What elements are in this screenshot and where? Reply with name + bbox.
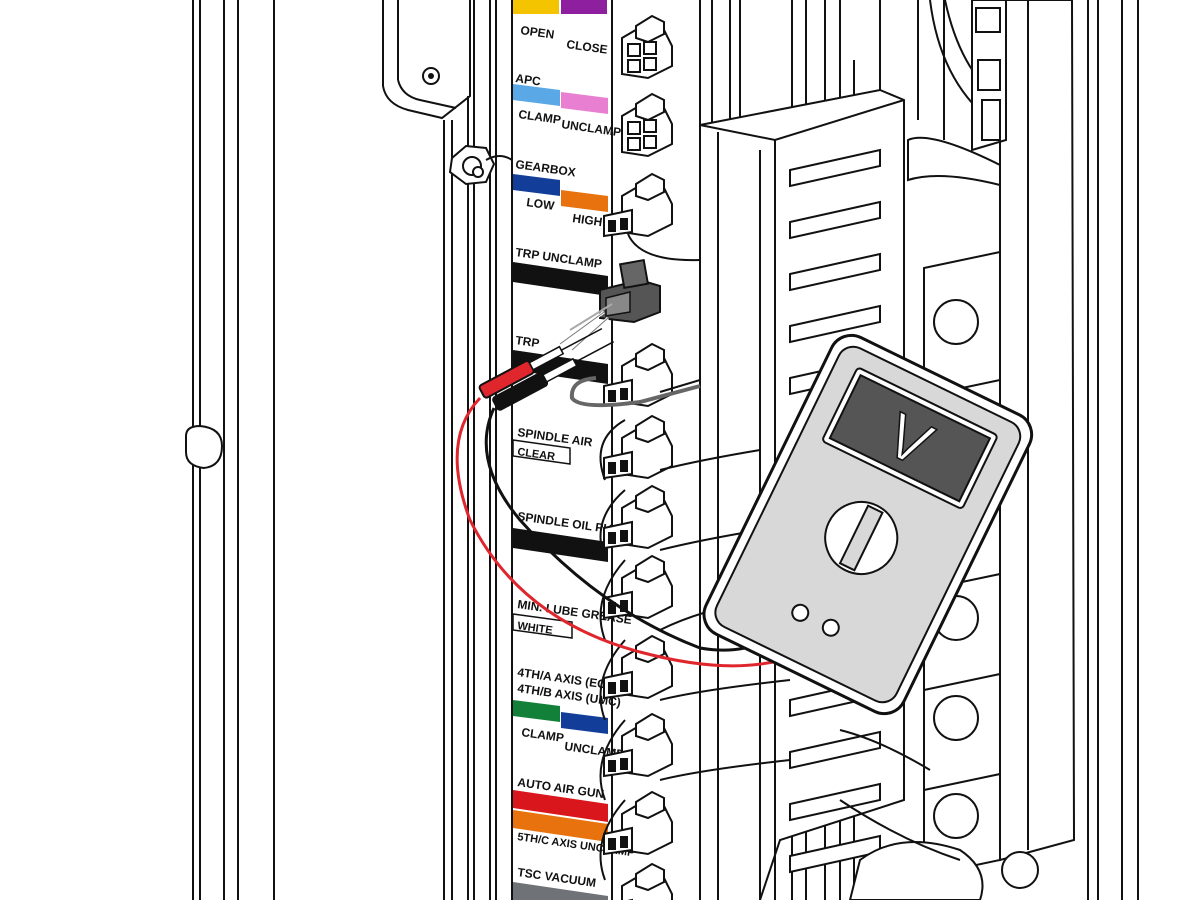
color-swatch-axis-unclamp [561,712,608,734]
black-probe [492,341,615,411]
label-axis-clamp: CLAMP [521,725,565,745]
color-swatch-gearbox-low [513,174,560,196]
label-close: CLOSE [566,37,609,57]
multimeter: V [702,333,1034,716]
label-trp: TRP [515,333,541,350]
red-probe [478,327,603,399]
wire-connector-icon [621,92,673,158]
label-min-lube-white: WHITE [517,620,554,637]
wire-connector-icon [603,554,673,620]
panel-frame [382,0,513,900]
color-swatch-axis-clamp [513,700,560,722]
color-swatch-close [561,0,607,14]
wire-connector-icon [621,14,673,80]
ground-nut-icon [448,144,513,186]
connector-column [603,14,673,900]
meter-screen [828,373,992,503]
color-swatch-apc-unclamp [561,92,608,114]
label-open: OPEN [520,23,556,42]
label-gearbox-low: LOW [526,195,556,213]
cabinet-door [185,0,275,900]
wire-connector-icon [603,484,673,550]
wire-connector-icon [603,790,673,856]
color-swatch-axis5-unclamp [513,810,608,842]
color-swatch-apc-clamp [513,84,560,106]
trp-wire [569,376,701,408]
wire-connector-icon [603,342,673,408]
wire-connector-icon [603,712,673,778]
trp-unclamp-connector [559,258,661,352]
color-swatch-tsc-vacuum [513,882,608,900]
wire-connector-icon [621,862,673,900]
label-apc: APC [515,71,542,88]
label-apc-clamp: CLAMP [518,107,562,127]
meter-jack-com[interactable] [790,602,811,623]
color-swatch-trp-unclamp [513,262,608,296]
wire-connector-icon [603,172,673,238]
color-swatch-auto-air-gun [513,790,608,822]
label-gearbox-high: HIGH [572,211,604,229]
wire-connector-icon [603,414,673,480]
terminal-bolt-icon [933,299,979,345]
label-spindle-air-clear: CLEAR [517,446,556,463]
color-swatch-gearbox-high [561,190,608,212]
meter-jack-v[interactable] [820,617,841,638]
color-swatch-open [513,0,559,14]
